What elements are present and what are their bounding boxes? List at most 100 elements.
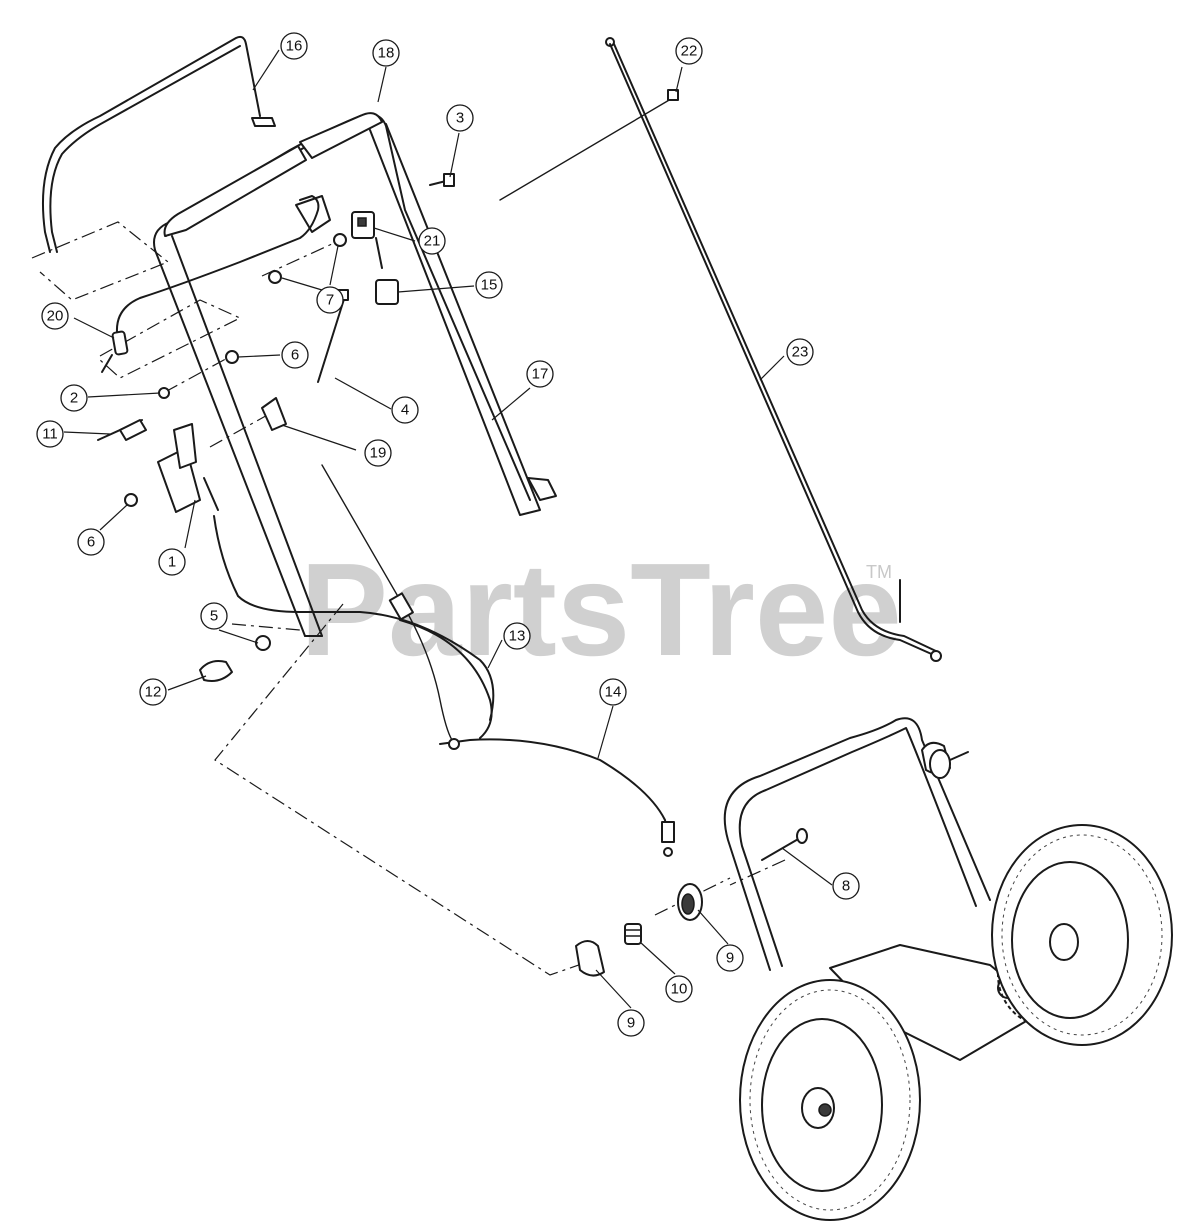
- wheel-left-rim: [761, 1018, 883, 1192]
- cable-14-sheath: [439, 738, 669, 841]
- callout-6-lower: 6: [77, 528, 105, 556]
- callout-23: 23: [786, 338, 814, 366]
- cable-14-tip: [663, 847, 673, 857]
- callout-6-upper-label: 6: [291, 347, 299, 364]
- washer-5: [255, 635, 271, 651]
- callout-7: 7: [316, 286, 344, 314]
- callout-2-label: 2: [70, 390, 78, 407]
- leader-9b: [595, 969, 632, 1009]
- callout-12-label: 12: [145, 684, 162, 701]
- leader-23: [759, 355, 785, 381]
- wheel-right-tire: [991, 824, 1173, 1046]
- spring-10-body: [624, 923, 642, 945]
- guide-line-knob: [214, 603, 594, 976]
- leader-20: [73, 317, 115, 339]
- knob-9-lower: [575, 940, 605, 977]
- callout-13: 13: [503, 622, 531, 650]
- bolt-8-head: [796, 828, 808, 844]
- leader-15: [397, 285, 475, 293]
- leader-16: [252, 49, 280, 91]
- leader-2: [87, 392, 161, 398]
- knob-9-upper-face: [681, 893, 695, 915]
- switch-bracket-hole: [357, 217, 367, 227]
- leader-6b: [99, 504, 128, 531]
- callout-leaders: [63, 49, 833, 1009]
- callout-13-label: 13: [509, 628, 526, 645]
- leader-5: [218, 629, 259, 644]
- cable-20-bend: [295, 195, 331, 233]
- wheel-left-axle: [818, 1103, 832, 1117]
- leader-22: [675, 66, 683, 93]
- frame-tube-inner: [738, 727, 977, 967]
- callout-6-upper: 6: [281, 341, 309, 369]
- cable-adjuster-11: [97, 419, 147, 441]
- frame-pivot: [929, 749, 969, 779]
- callout-19-label: 19: [370, 445, 387, 462]
- callout-20: 20: [41, 302, 69, 330]
- nuts-7: [268, 233, 347, 284]
- callout-15: 15: [475, 271, 503, 299]
- leader-4: [334, 377, 392, 410]
- callout-11-label: 11: [42, 426, 58, 443]
- switch-plunger: [375, 237, 383, 269]
- guide-line-washer: [231, 623, 301, 631]
- callout-18: 18: [372, 39, 400, 67]
- grip-left: [163, 145, 307, 237]
- bolt-8-shank: [761, 837, 801, 861]
- cable-14-end-fitting: [448, 738, 460, 750]
- cable-20-clip: [111, 330, 129, 356]
- guide-line-bolt: [729, 859, 786, 886]
- knob-9-lower-body: [575, 940, 605, 977]
- cable-clip-19: [261, 397, 287, 431]
- bolt-8: [761, 828, 808, 861]
- lower-handle-lever: [527, 477, 557, 501]
- switch-15: [375, 279, 399, 305]
- nut-6-lower: [124, 493, 138, 507]
- callout-17: 17: [526, 360, 554, 388]
- lever-spring: [203, 477, 219, 511]
- upper-handle-left-leg-b: [171, 235, 323, 637]
- leader-6a: [237, 354, 281, 358]
- wheel-left-tread: [749, 989, 911, 1211]
- nut-6-upper: [225, 350, 239, 364]
- callout-1-label: 1: [168, 554, 176, 571]
- wheel-right-center: [1049, 923, 1079, 961]
- callout-21: 21: [418, 227, 446, 255]
- leader-1: [184, 499, 196, 549]
- frame-tube-outer: [723, 717, 991, 971]
- knob-12: [199, 660, 233, 682]
- callout-4: 4: [391, 396, 419, 424]
- callout-8: 8: [832, 872, 860, 900]
- lower-handle-17: [369, 123, 557, 516]
- leader-17: [491, 387, 531, 421]
- wheel-left-tire: [739, 979, 921, 1221]
- guide-line-cable-clip: [99, 299, 242, 379]
- callout-9-lower: 9: [617, 1009, 645, 1037]
- cable-13-sheath: [399, 619, 493, 739]
- control-lever-1: [157, 423, 495, 721]
- callout-14: 14: [599, 678, 627, 706]
- knob-9-upper: [677, 883, 703, 921]
- lever-handle: [173, 423, 197, 469]
- leader-13: [487, 639, 503, 669]
- nut-7-a: [268, 270, 282, 284]
- wheel-left-center: [801, 1087, 835, 1129]
- leader-11: [63, 431, 111, 435]
- rod-23-bottom-eye: [930, 650, 942, 662]
- assembly-guide-lines: [31, 221, 786, 976]
- wheel-right-rim: [1011, 861, 1129, 1019]
- rod-22: [499, 95, 677, 201]
- drive-cable-14: [439, 738, 675, 857]
- callout-22: 22: [675, 37, 703, 65]
- callout-10-label: 10: [671, 981, 688, 998]
- wheel-right: [991, 824, 1173, 1046]
- leader-12: [167, 675, 207, 691]
- bolt-3: [429, 173, 455, 187]
- cable-14-adjuster: [661, 821, 675, 843]
- leader-19: [281, 424, 357, 451]
- leader-14: [597, 705, 614, 759]
- callout-3-label: 3: [456, 110, 464, 127]
- callout-6-lower-label: 6: [87, 534, 95, 551]
- callout-18-label: 18: [378, 45, 395, 62]
